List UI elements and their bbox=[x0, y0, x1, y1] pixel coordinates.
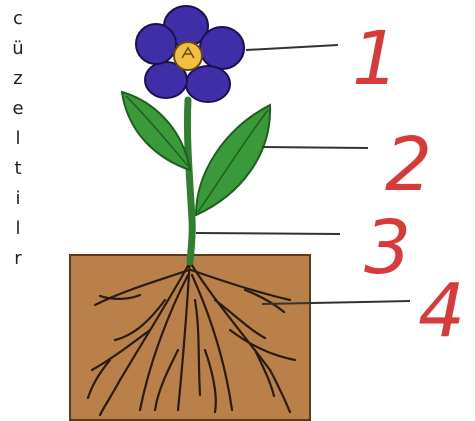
pointer-line-1 bbox=[246, 45, 338, 50]
flower-icon bbox=[136, 6, 244, 102]
leaf-icon bbox=[122, 92, 270, 215]
label-1: 1 bbox=[352, 16, 399, 102]
left-leaf bbox=[122, 92, 190, 170]
pointer-line-2 bbox=[262, 147, 368, 148]
label-4: 4 bbox=[418, 268, 465, 354]
label-2: 2 bbox=[385, 122, 432, 208]
label-3: 3 bbox=[364, 205, 411, 291]
pointer-line-3 bbox=[196, 233, 340, 234]
stem-icon bbox=[187, 100, 192, 262]
